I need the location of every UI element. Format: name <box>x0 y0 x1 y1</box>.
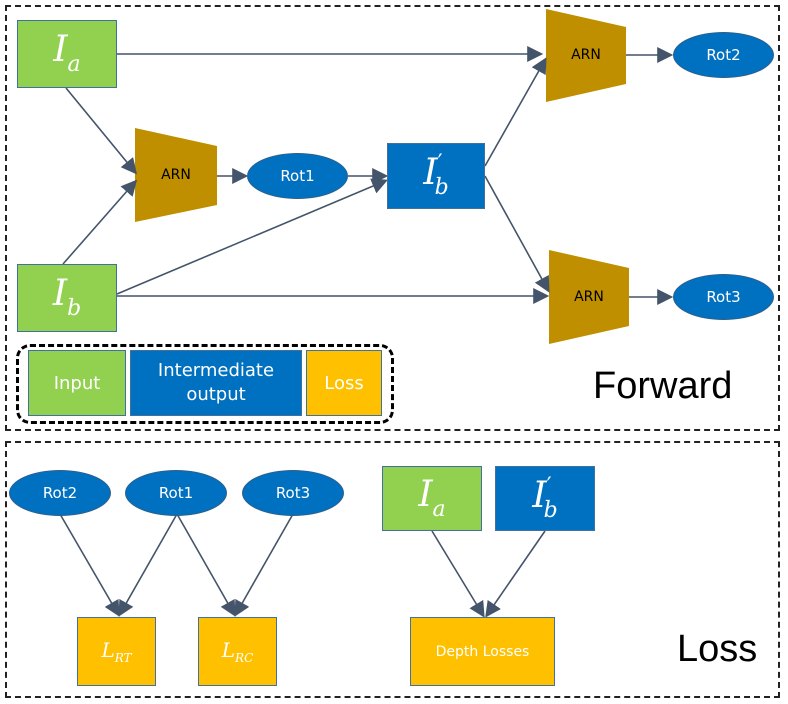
arn-block-1 <box>135 128 217 222</box>
legend-input: Input <box>28 350 126 416</box>
ibp-symbol: I′b <box>423 151 449 200</box>
legend-intermediate: Intermediate output <box>130 350 302 416</box>
arn-3-label: ARN <box>574 289 604 305</box>
legend-loss: Loss <box>306 350 382 416</box>
rot2-node: Rot2 <box>673 32 774 78</box>
loss-ia-box: Ia <box>382 466 482 531</box>
arrow-ia-arn1 <box>65 87 138 175</box>
loss-rot3-node: Rot3 <box>242 470 344 516</box>
arrow-rot2-lrt <box>59 513 120 617</box>
arrow-ibp-arn3 <box>484 175 550 293</box>
arrow-rot3-lrc <box>234 513 294 617</box>
arrow-ib-ibp <box>116 178 388 295</box>
arn-1-label: ARN <box>161 167 191 183</box>
arrow-ibp-arn2 <box>484 57 547 167</box>
input-ib-box: Ib <box>17 264 117 332</box>
loss-rot1-node: Rot1 <box>125 470 227 516</box>
arrow-ia-depth <box>431 530 485 618</box>
ib-symbol: Ib <box>52 273 82 321</box>
input-ia-box: Ia <box>17 20 117 88</box>
loss-rot2-node: Rot2 <box>9 470 111 516</box>
forward-panel <box>5 5 780 431</box>
loss-ia-symbol: Ia <box>418 473 446 522</box>
intermediate-ibp-box: I′b <box>387 143 485 209</box>
loss-lrt-box: LRT <box>77 617 156 686</box>
depth-losses-box: Depth Losses <box>410 617 555 686</box>
lrc-symbol: LRC <box>221 638 254 665</box>
loss-lrc-box: LRC <box>198 617 277 686</box>
arn-block-3 <box>549 250 629 344</box>
rot1-node: Rot1 <box>247 153 348 199</box>
lrt-symbol: LRT <box>101 638 132 665</box>
forward-title: Forward <box>593 365 733 407</box>
arn-2-label: ARN <box>571 47 601 63</box>
loss-panel <box>5 441 780 698</box>
ia-symbol: Ia <box>53 29 81 77</box>
arrow-ib-arn1 <box>62 179 138 265</box>
arrow-rot1-lrc <box>176 513 236 617</box>
legend-box <box>16 344 394 424</box>
arn-block-2 <box>546 9 626 102</box>
rot3-node: Rot3 <box>673 274 774 320</box>
loss-title: Loss <box>677 628 758 670</box>
arrow-ibp-depth <box>485 530 546 618</box>
loss-ibp-box: I′b <box>495 466 595 531</box>
arrow-rot1-lrt <box>118 513 178 617</box>
loss-ibp-symbol: I′b <box>532 473 558 523</box>
